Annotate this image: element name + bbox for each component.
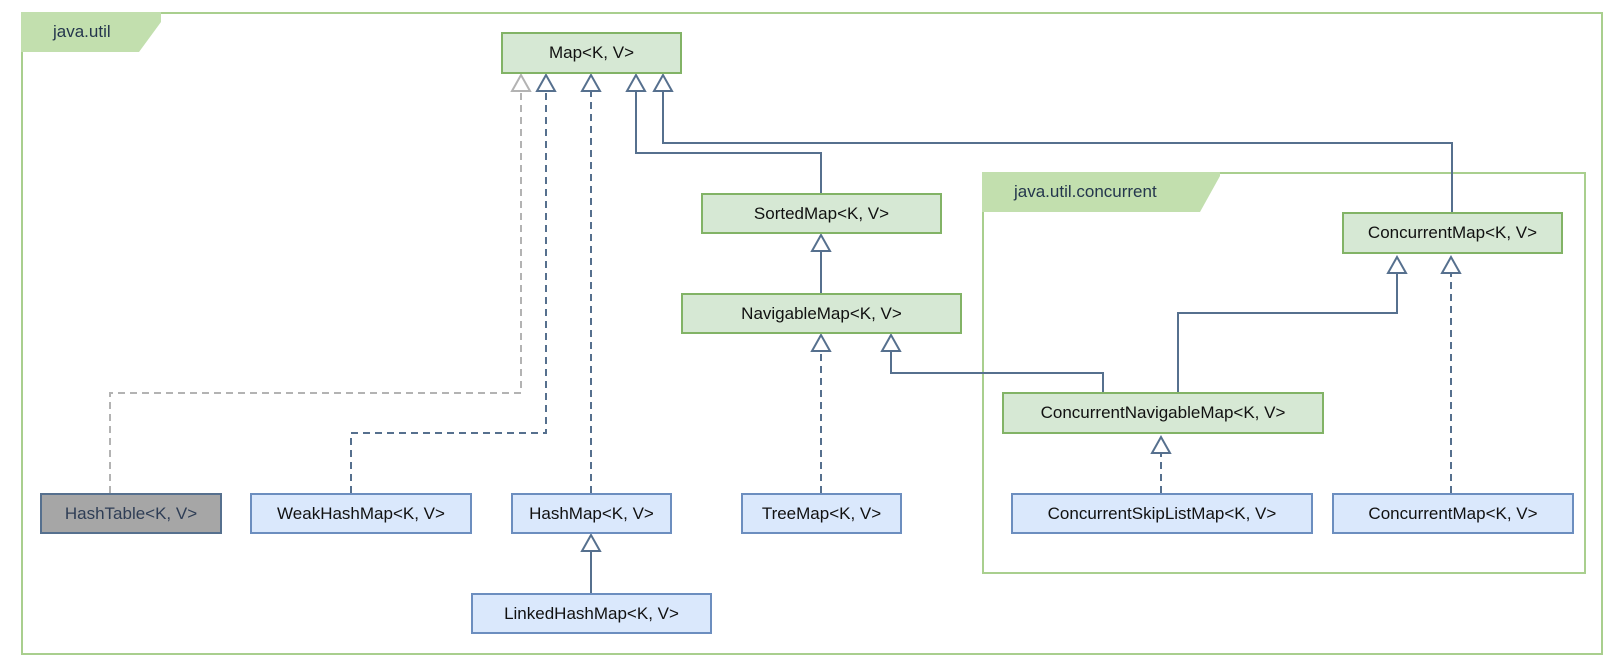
node-sorted-map[interactable]: SortedMap<K, V> [701,193,942,234]
arrowhead-hollow-triangle [535,72,557,92]
package-tab-shape [21,12,161,52]
arrowhead-hollow-triangle [580,532,602,552]
arrowhead-hollow-triangle [810,232,832,252]
arrowhead-hollow-triangle [652,72,674,92]
arrowhead-hollow-triangle [880,332,902,352]
node-hash-table[interactable]: HashTable<K, V> [40,493,222,534]
node-label: HashMap<K, V> [529,503,654,523]
node-label: LinkedHashMap<K, V> [504,603,679,623]
node-linked-hash-map[interactable]: LinkedHashMap<K, V> [471,593,712,634]
arrowhead-hollow-triangle [1386,254,1408,274]
arrowhead-hollow-triangle [810,332,832,352]
node-label: NavigableMap<K, V> [741,303,902,323]
edge-hashtable-map [109,91,522,493]
node-label: ConcurrentMap<K, V> [1368,503,1538,523]
edge-sortedmap-map [635,91,822,193]
node-concurrent-navigable-map[interactable]: ConcurrentNavigableMap<K, V> [1002,392,1324,434]
edge-concurrentnavigablemap-concurrentmap [1177,273,1398,393]
node-map[interactable]: Map<K, V> [501,32,682,74]
node-label: ConcurrentMap<K, V> [1367,223,1538,242]
node-tree-map[interactable]: TreeMap<K, V> [741,493,902,534]
edge-concurrentnavigablemap-navigablemap [890,351,1104,393]
edge-concurrentmap-map [662,91,1453,213]
package-tab-shape [982,172,1220,212]
package-label-java-util: java.util [53,22,111,41]
package-label-java-util-concurrent: java.util.concurrent [1014,182,1157,201]
node-label: SortedMap<K, V> [753,203,890,223]
node-label: TreeMap<K, V> [761,503,882,523]
edge-weakhashmap-map [350,91,547,493]
arrowhead-hollow-triangle [625,72,647,92]
arrowhead-hollow-triangle [580,72,602,92]
arrowhead-hollow-triangle [1440,254,1462,274]
node-navigable-map[interactable]: NavigableMap<K, V> [681,293,962,334]
package-java-util-concurrent: java.util.concurrent [982,172,1586,574]
node-weak-hash-map[interactable]: WeakHashMap<K, V> [250,493,472,534]
node-concurrent-map[interactable]: ConcurrentMap<K, V> [1342,212,1563,254]
arrowhead-hollow-triangle [1150,434,1172,454]
node-concurrent-map-impl[interactable]: ConcurrentMap<K, V> [1332,493,1574,534]
node-label: ConcurrentNavigableMap<K, V> [1040,403,1286,422]
package-tab-java-util: java.util [21,12,161,52]
arrowhead-hollow-triangle [510,72,532,92]
node-label: ConcurrentSkipListMap<K, V> [1047,503,1277,523]
node-label: Map<K, V> [548,43,635,62]
node-hash-map[interactable]: HashMap<K, V> [511,493,672,534]
node-label: HashTable<K, V> [64,503,198,523]
node-concurrent-skip-list-map[interactable]: ConcurrentSkipListMap<K, V> [1011,493,1313,534]
node-label: WeakHashMap<K, V> [277,503,445,523]
package-tab-java-util-concurrent: java.util.concurrent [982,172,1220,212]
package-java-util: java.util [21,12,1603,655]
